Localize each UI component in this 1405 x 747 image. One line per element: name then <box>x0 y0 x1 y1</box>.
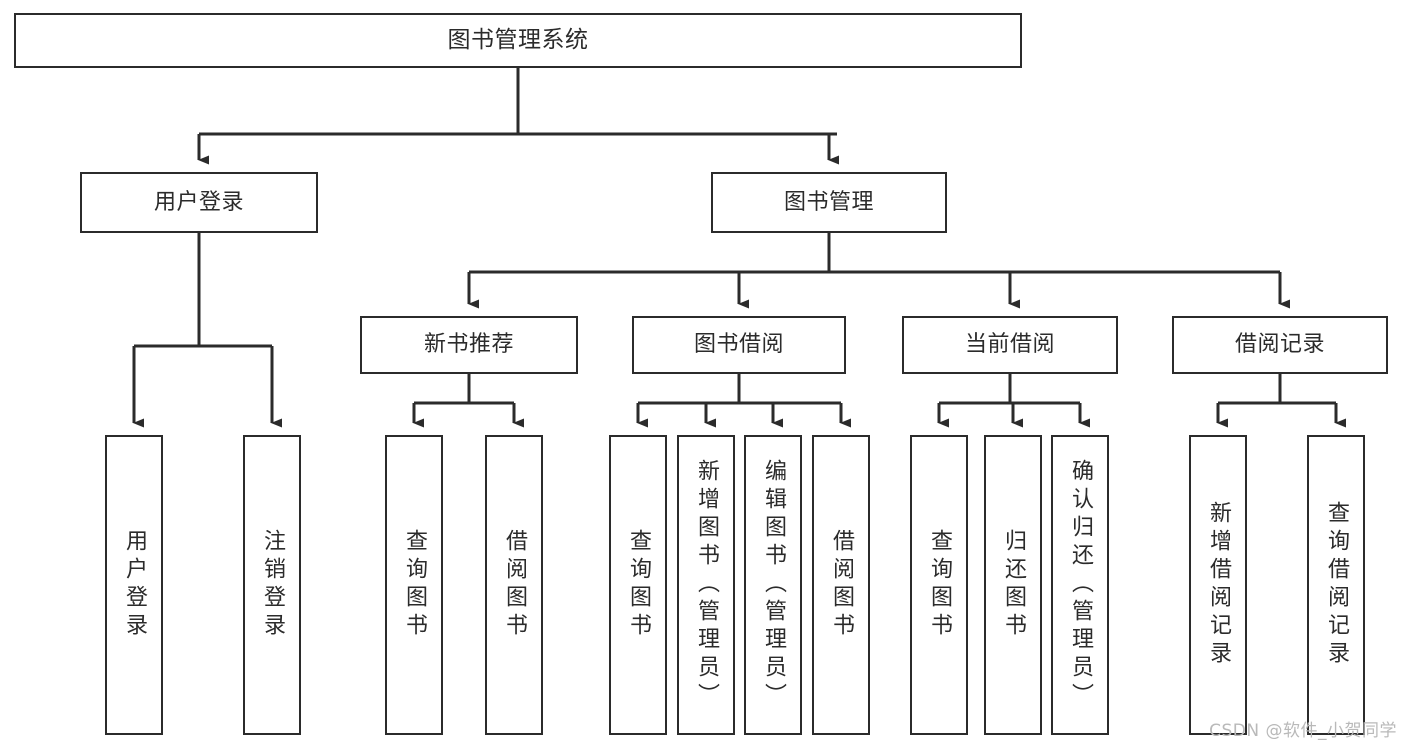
node-user-login[interactable]: 用户登录 <box>80 172 318 233</box>
node-root-label: 图书管理系统 <box>447 27 589 54</box>
watermark-text: CSDN @软件_小贺同学 <box>1209 721 1397 741</box>
node-book-borrow-label: 图书借阅 <box>693 332 784 358</box>
node-leaf-logout-label: 注销登录 <box>260 529 285 641</box>
node-leaf-add-book-label: 新增图书（管理员） <box>694 459 719 711</box>
node-user-login-label: 用户登录 <box>153 189 244 215</box>
node-leaf-query-book-2-label: 查询图书 <box>626 529 651 641</box>
node-leaf-confirm-return[interactable]: 确认归还（管理员） <box>1051 435 1109 735</box>
node-book-borrow[interactable]: 图书借阅 <box>632 316 846 374</box>
node-new-book-rec-label: 新书推荐 <box>423 332 514 358</box>
node-leaf-borrow-book-1[interactable]: 借阅图书 <box>485 435 543 735</box>
node-leaf-query-record-label: 查询借阅记录 <box>1324 501 1349 669</box>
node-leaf-edit-book-label: 编辑图书（管理员） <box>761 459 786 711</box>
node-leaf-query-book-1[interactable]: 查询图书 <box>385 435 443 735</box>
node-leaf-return-book[interactable]: 归还图书 <box>984 435 1042 735</box>
node-leaf-add-record[interactable]: 新增借阅记录 <box>1189 435 1247 735</box>
node-leaf-edit-book[interactable]: 编辑图书（管理员） <box>744 435 802 735</box>
node-leaf-user-login[interactable]: 用户登录 <box>105 435 163 735</box>
node-leaf-borrow-book-1-label: 借阅图书 <box>502 529 527 641</box>
node-current-borrow-label: 当前借阅 <box>964 332 1055 358</box>
node-leaf-borrow-book-2-label: 借阅图书 <box>829 529 854 641</box>
node-leaf-query-record[interactable]: 查询借阅记录 <box>1307 435 1365 735</box>
node-leaf-query-book-3-label: 查询图书 <box>927 529 952 641</box>
node-leaf-add-book[interactable]: 新增图书（管理员） <box>677 435 735 735</box>
node-leaf-add-record-label: 新增借阅记录 <box>1206 501 1231 669</box>
node-leaf-query-book-2[interactable]: 查询图书 <box>609 435 667 735</box>
node-book-manage-label: 图书管理 <box>783 189 874 215</box>
node-borrow-record[interactable]: 借阅记录 <box>1172 316 1388 374</box>
node-leaf-user-login-label: 用户登录 <box>122 529 147 641</box>
node-leaf-logout[interactable]: 注销登录 <box>243 435 301 735</box>
node-book-manage[interactable]: 图书管理 <box>711 172 947 233</box>
node-borrow-record-label: 借阅记录 <box>1234 332 1325 358</box>
node-new-book-rec[interactable]: 新书推荐 <box>360 316 578 374</box>
node-root[interactable]: 图书管理系统 <box>14 13 1022 68</box>
node-leaf-query-book-3[interactable]: 查询图书 <box>910 435 968 735</box>
node-leaf-borrow-book-2[interactable]: 借阅图书 <box>812 435 870 735</box>
node-leaf-return-book-label: 归还图书 <box>1001 529 1026 641</box>
node-current-borrow[interactable]: 当前借阅 <box>902 316 1118 374</box>
node-leaf-query-book-1-label: 查询图书 <box>402 529 427 641</box>
node-leaf-confirm-return-label: 确认归还（管理员） <box>1068 459 1093 711</box>
